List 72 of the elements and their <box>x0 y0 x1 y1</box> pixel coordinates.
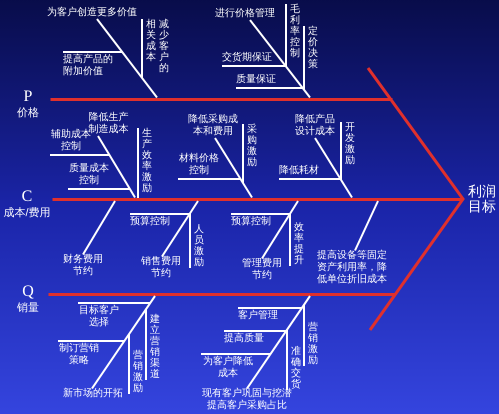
cause-text: 建立营销渠道 <box>146 314 160 380</box>
category-letter: P <box>24 88 32 106</box>
branch-line <box>224 330 286 332</box>
branch-line <box>303 26 305 90</box>
cause-text: 进行价格管理 <box>215 8 275 20</box>
category-letter: Q <box>22 283 34 301</box>
branch-line <box>289 213 291 266</box>
cause-text: 生产效率激励 <box>138 128 152 194</box>
cause-text: 材料价格控制 <box>178 153 220 179</box>
cause-text: 制订营销策略 <box>58 341 100 367</box>
branch-line <box>238 307 302 309</box>
cause-text: 效率提升 <box>290 222 304 266</box>
branch-line <box>279 178 340 180</box>
branch-line <box>340 122 342 180</box>
branch-line <box>68 188 130 190</box>
branch-line <box>128 334 130 394</box>
cause-text: 开发激励 <box>341 122 355 166</box>
branch-line <box>58 340 124 342</box>
category-label: 成本/费用 <box>3 206 51 220</box>
cause-text: 质量保证 <box>236 74 276 88</box>
spine-line <box>50 198 464 200</box>
branch-line <box>285 4 287 66</box>
cause-text: 营销激励 <box>304 322 318 366</box>
cause-text: 减少客户的相关成本 <box>142 19 169 75</box>
branch-line <box>145 308 147 380</box>
cause-text: 辅助成本控制 <box>50 129 92 155</box>
branch-line <box>303 304 305 366</box>
branch-line <box>130 213 190 215</box>
branch-line <box>242 124 244 183</box>
category-letter: C <box>22 188 32 206</box>
branch-line <box>201 353 270 355</box>
spine-line <box>46 292 396 296</box>
branch-line <box>222 65 286 67</box>
bone-line <box>354 200 379 251</box>
cause-text: 降低产品设计成本 <box>293 114 337 138</box>
cause-text: 新市场的开拓 <box>63 388 123 400</box>
cause-text: 质量成本控制 <box>68 163 110 189</box>
cause-text: 营销激励 <box>129 350 143 394</box>
cause-text: 提高设备等固定资产利用率，降低单位折旧成本 <box>316 250 388 286</box>
cause-text: 财务费用节约 <box>62 254 104 278</box>
cause-text: 提高产品的附加价值 <box>63 52 117 78</box>
cause-text: 交货期保证 <box>222 52 272 66</box>
branch-line <box>189 212 191 268</box>
cause-text: 销售费用节约 <box>140 256 182 280</box>
cause-text: 提高质量 <box>224 331 264 345</box>
effect-label: 利润目标 <box>467 184 497 214</box>
cause-text: 目标客户选择 <box>78 303 120 329</box>
branch-line <box>137 128 139 199</box>
branch-line <box>63 51 122 53</box>
branch-line <box>231 213 290 215</box>
cause-text: 定价决策 <box>304 26 318 70</box>
spine-line <box>48 98 394 100</box>
cause-text: 客户管理 <box>238 308 278 322</box>
cause-text: 为客户降低成本 <box>201 354 255 380</box>
cause-text: 降低耗材 <box>279 165 319 179</box>
branch-line <box>178 178 240 180</box>
cause-text: 毛利率控制 <box>286 4 300 59</box>
branch-line <box>141 19 143 78</box>
cause-text: 采购激励 <box>243 124 257 168</box>
cause-text: 预算控制 <box>130 214 170 228</box>
cause-text: 管理费用节约 <box>241 258 283 282</box>
bone-line <box>82 200 116 255</box>
branch-line <box>50 154 110 156</box>
cause-text: 为客户创造更多价值 <box>47 7 137 19</box>
category-label: 价格 <box>17 106 39 120</box>
category-label: 销量 <box>17 301 39 315</box>
branch-line <box>236 87 303 89</box>
branch-line <box>286 329 288 390</box>
cause-text: 人员激励 <box>190 224 204 268</box>
cause-text: 降低采购成本和费用 <box>186 114 240 138</box>
branch-line <box>78 302 150 304</box>
cause-text: 预算控制 <box>231 214 271 228</box>
